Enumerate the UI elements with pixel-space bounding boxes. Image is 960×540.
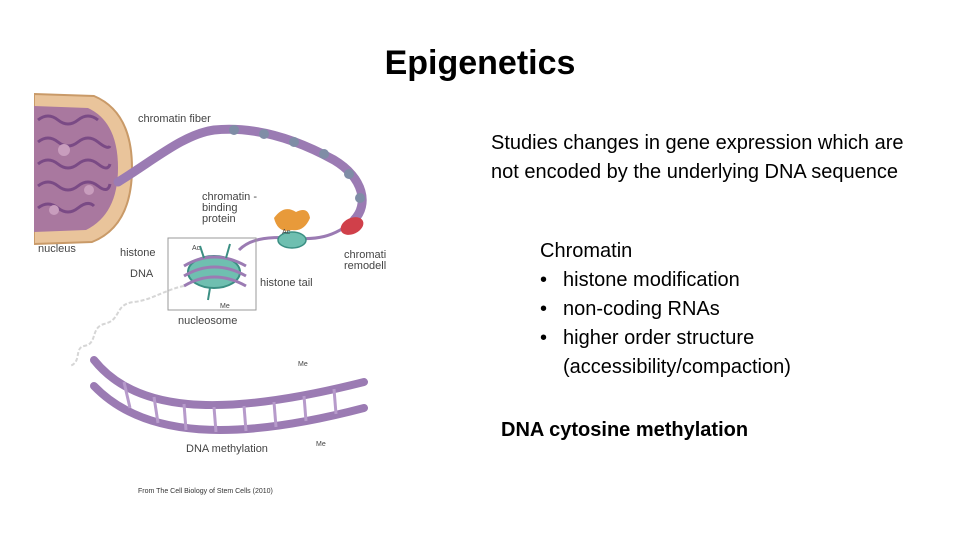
- label-chromatin-remodeller-2: remodeller: [344, 260, 386, 272]
- bullet-item: • higher order structure: [540, 324, 940, 353]
- nucleosome-box: [167, 237, 257, 311]
- label-me: Me: [298, 361, 308, 368]
- chromatin-heading: Chromatin: [540, 240, 633, 262]
- epigenetics-figure: chromatin fiber nucleus chromatin - bind…: [34, 92, 386, 455]
- label-nucleosome: nucleosome: [178, 315, 237, 327]
- methylation-heading: DNA cytosine methylation: [501, 419, 749, 441]
- chromatin-section: Chromatin • histone modification • non-c…: [540, 237, 940, 382]
- binding-protein-shape: [274, 209, 310, 231]
- label-chromatin-fiber: chromatin fiber: [138, 113, 211, 125]
- dna-helix: [90, 356, 368, 434]
- label-dna-methylation: DNA methylation: [186, 443, 268, 455]
- bullet-dot: •: [540, 269, 548, 291]
- figure-credit: From The Cell Biology of Stem Cells (201…: [138, 488, 273, 495]
- label-histone: histone: [120, 247, 155, 259]
- bullet-text: higher order structure: [563, 327, 755, 349]
- label-chromatin-binding-2: binding: [202, 202, 237, 214]
- label-me: Me: [316, 441, 326, 448]
- label-ac: Ac: [282, 229, 291, 236]
- label-chromatin-remodeller-1: chromatin: [344, 249, 386, 261]
- label-me: Me: [220, 303, 230, 310]
- label-ac: Ac: [192, 245, 201, 252]
- bullet-text: non-coding RNAs: [563, 298, 720, 320]
- bullet-text: histone modification: [563, 269, 740, 291]
- bullet-dot: •: [540, 298, 548, 320]
- dna-coil: [69, 285, 185, 367]
- label-dna: DNA: [130, 268, 154, 280]
- label-chromatin-binding-1: chromatin -: [202, 191, 257, 203]
- bullet-item: • non-coding RNAs: [540, 295, 940, 324]
- bullet-dot: •: [540, 327, 548, 349]
- label-chromatin-binding-3: protein: [202, 213, 236, 225]
- label-histone-tail: histone tail: [260, 277, 313, 289]
- chromatin-beads: [229, 125, 365, 203]
- remodeller-shape: [340, 217, 364, 235]
- chromatin-fiber-strand: [113, 124, 367, 225]
- nucleosome-illustration: [183, 243, 247, 301]
- bullet-continuation: (accessibility/compaction): [563, 356, 791, 378]
- nucleus-illustration: [34, 92, 134, 246]
- bullet-item: • histone modification: [540, 266, 940, 295]
- label-nucleus: nucleus: [38, 243, 76, 255]
- intro-text: Studies changes in gene expression which…: [491, 132, 904, 183]
- slide-title: Epigenetics: [384, 44, 576, 82]
